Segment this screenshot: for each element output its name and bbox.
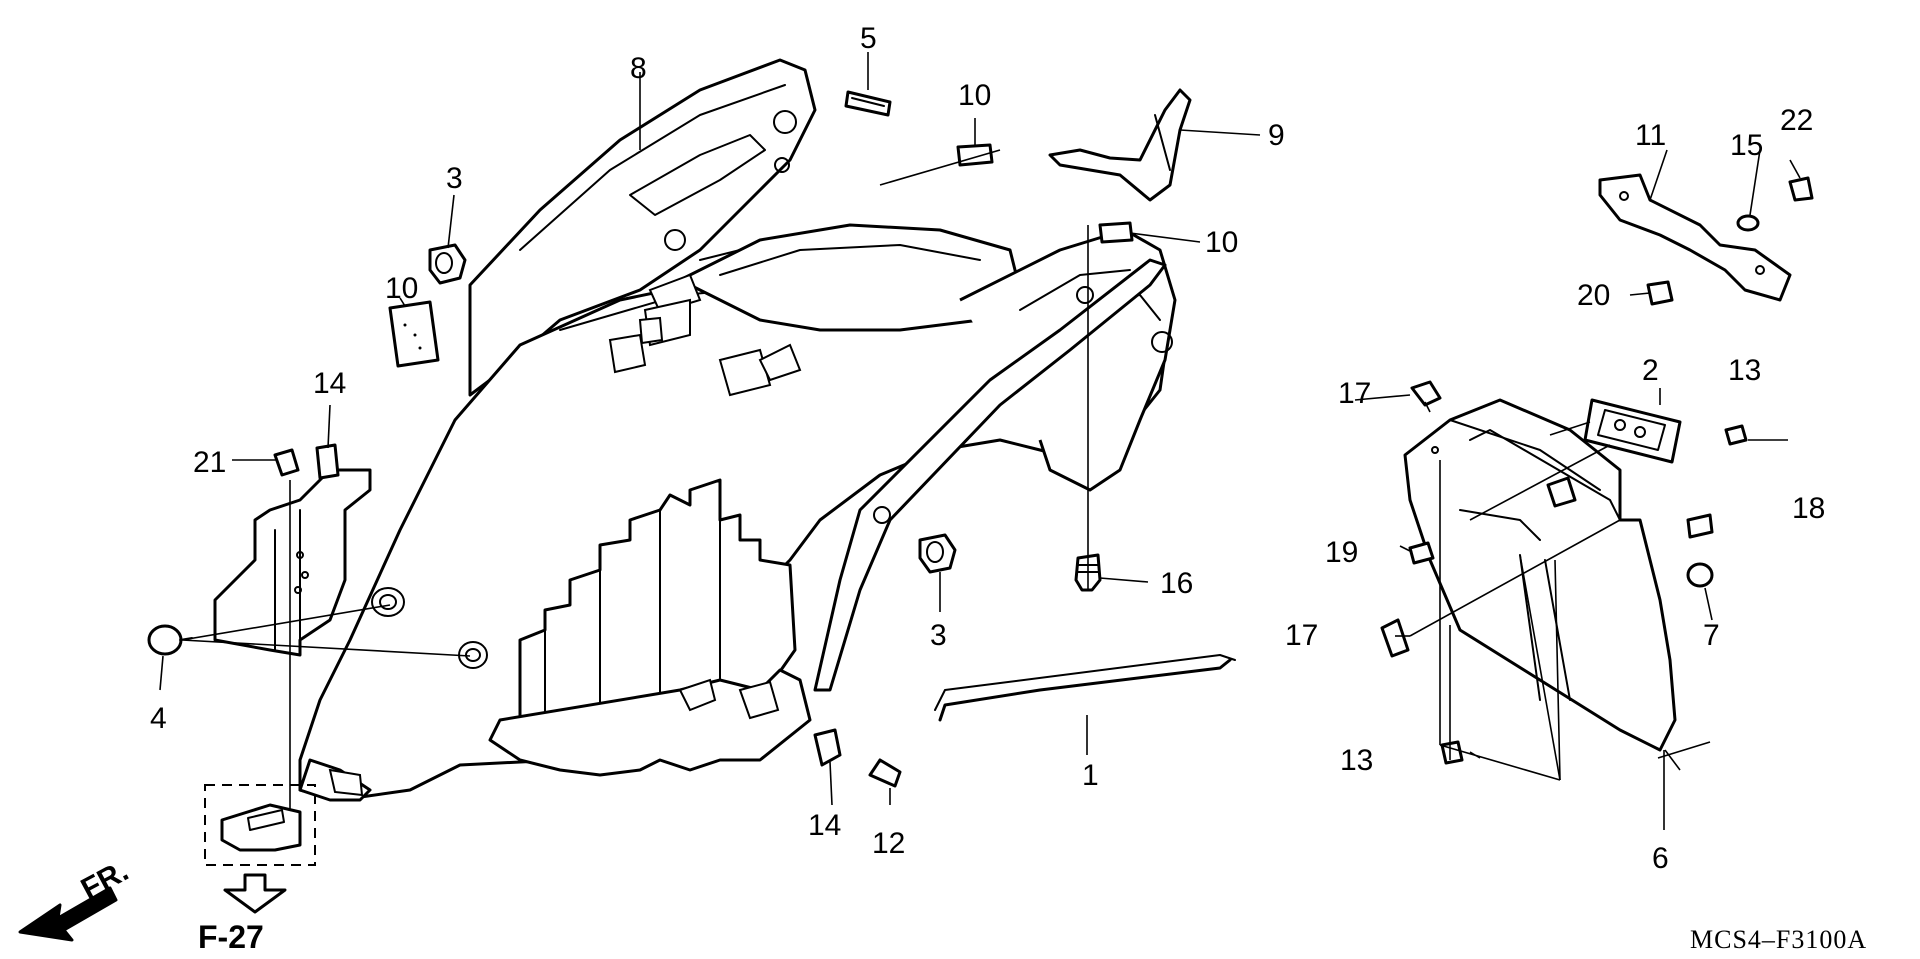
diagram-code: MCS4–F3100A xyxy=(1690,925,1867,954)
callout-13: 13 xyxy=(1340,744,1373,777)
callout-10: 10 xyxy=(1205,226,1238,259)
reference-label: F-27 xyxy=(198,919,264,955)
callout-12: 12 xyxy=(872,827,905,860)
callout-13: 13 xyxy=(1728,354,1761,387)
callout-22: 22 xyxy=(1780,104,1813,137)
callout-4: 4 xyxy=(150,702,167,735)
fasteners-right xyxy=(1380,380,1748,765)
callout-10: 10 xyxy=(385,272,418,305)
callout-11: 11 xyxy=(1635,119,1666,152)
rear-rail xyxy=(813,258,1167,692)
callout-1: 1 xyxy=(1082,759,1099,792)
callout-21: 21 xyxy=(193,446,226,479)
callout-3: 3 xyxy=(930,619,947,652)
callout-7: 7 xyxy=(1703,619,1720,652)
callout-14: 14 xyxy=(808,809,841,842)
part-6-bracket xyxy=(1403,398,1677,752)
leader-lines xyxy=(159,52,1801,840)
callout-18: 18 xyxy=(1792,492,1825,525)
front-arrow xyxy=(18,886,118,942)
part-3-grommets xyxy=(428,243,957,574)
callout-17: 17 xyxy=(1285,619,1318,652)
part-11-stay xyxy=(1598,173,1814,306)
callout-17: 17 xyxy=(1338,377,1371,410)
part-9-strap xyxy=(1048,88,1192,202)
part-10-pads xyxy=(388,143,1134,368)
callout-8: 8 xyxy=(630,52,647,85)
reference-box xyxy=(204,784,316,914)
callout-10: 10 xyxy=(958,79,991,112)
rear-fender-assembly xyxy=(213,58,1177,802)
part-1-rod xyxy=(934,654,1236,722)
part-2-reflector xyxy=(1583,398,1682,464)
callout-labels: 1 2 3 3 4 5 6 7 8 9 10 10 10 11 12 13 13… xyxy=(150,22,1825,875)
callout-14: 14 xyxy=(313,367,346,400)
callout-20: 20 xyxy=(1577,279,1610,312)
callout-19: 19 xyxy=(1325,536,1358,569)
callout-9: 9 xyxy=(1268,119,1285,152)
callout-2: 2 xyxy=(1642,354,1659,387)
front-label: FR. xyxy=(76,854,134,906)
callout-3: 3 xyxy=(446,162,463,195)
fasteners-left xyxy=(147,443,902,788)
callout-15: 15 xyxy=(1730,129,1763,162)
callout-5: 5 xyxy=(860,22,877,55)
callout-6: 6 xyxy=(1652,842,1669,875)
part-5-rubber xyxy=(844,90,892,117)
callout-16: 16 xyxy=(1160,567,1193,600)
